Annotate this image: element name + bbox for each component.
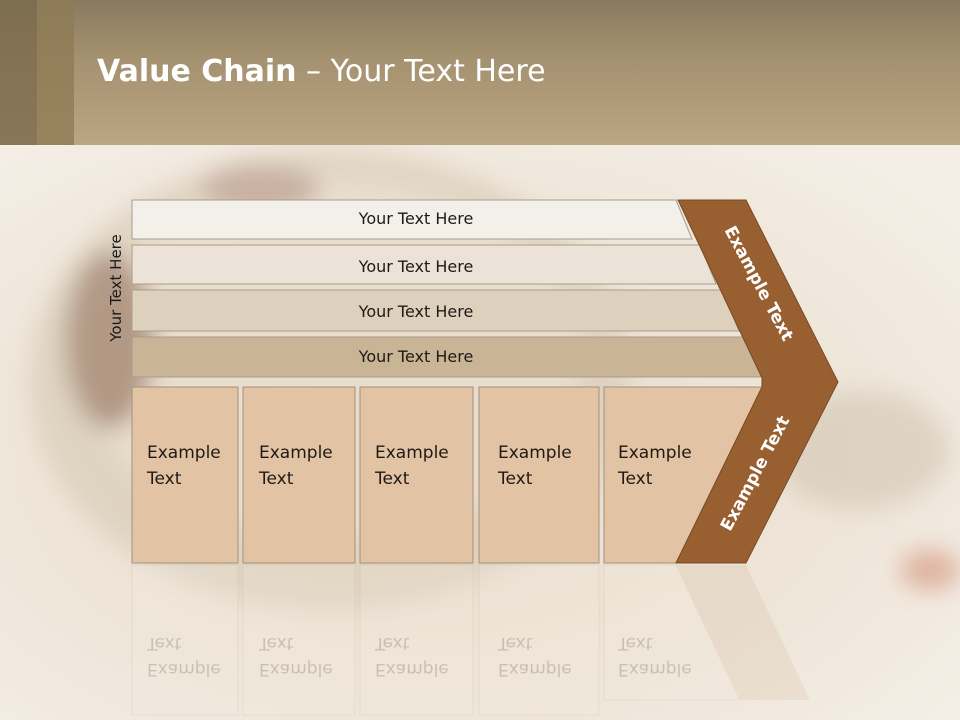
slide-title[interactable]: Value Chain – Your Text Here (97, 54, 546, 89)
cell-3-line2: Text (375, 469, 410, 489)
cell-1-text: Example Text (147, 440, 221, 492)
cell-3-text: Example Text (375, 440, 449, 492)
cell-2-line2: Text (259, 469, 294, 489)
header-band (0, 0, 37, 145)
cell-2-line1: Example (259, 443, 333, 463)
row-3-label: Your Text Here (358, 302, 474, 321)
cell-1-line1: Example (147, 443, 221, 463)
cell-1-line2: Text (147, 469, 182, 489)
cell-4-line1: Example (498, 443, 572, 463)
cells-reflection (131, 564, 810, 716)
cell-1-shape[interactable] (131, 386, 239, 564)
row-2-label: Your Text Here (358, 257, 474, 276)
header-bar (0, 0, 960, 145)
cell-5-line1: Example (618, 443, 692, 463)
cell-4-shape[interactable] (478, 386, 600, 564)
row-1-shape[interactable] (131, 199, 693, 240)
row-2-shape[interactable] (131, 244, 717, 285)
cell-3-shape[interactable] (359, 386, 474, 564)
cell-4-line2: Text (498, 469, 533, 489)
row-3-shape[interactable] (131, 289, 740, 332)
cell-2-shape[interactable] (242, 386, 356, 564)
header-band (37, 0, 74, 145)
chevron-arrow[interactable] (675, 199, 839, 564)
cell-2-text: Example Text (259, 440, 333, 492)
cell-5-line2: Text (618, 469, 653, 489)
cell-5-text: Example Text (618, 440, 692, 492)
cell-3-line1: Example (375, 443, 449, 463)
cell-4-text: Example Text (498, 440, 572, 492)
row-1-label: Your Text Here (358, 209, 474, 228)
row-4-label: Your Text Here (358, 347, 474, 366)
title-bold: Value Chain (97, 54, 297, 89)
title-rest: – Your Text Here (296, 54, 546, 89)
